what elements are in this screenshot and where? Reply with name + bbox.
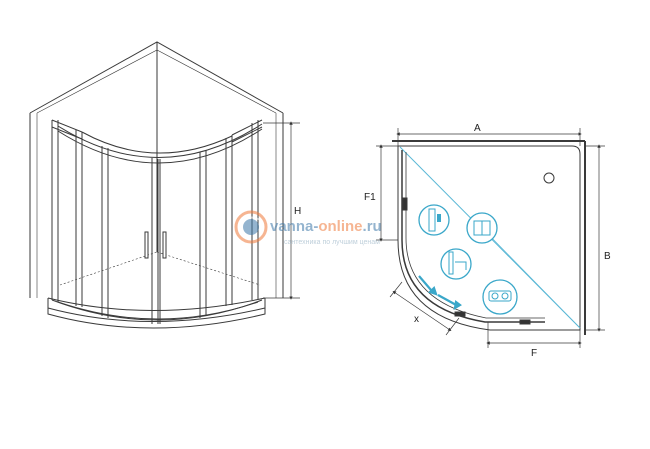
height-dimension	[263, 121, 300, 300]
svg-text:vanna-online.ru: vanna-online.ru	[270, 218, 382, 235]
enclosure-plan-view	[376, 128, 605, 348]
door-motion-arrows	[418, 275, 462, 311]
front-dimension	[486, 322, 582, 348]
room-walls	[29, 41, 284, 298]
tray-outline	[397, 145, 581, 331]
watermark-part1: vanna-	[270, 218, 318, 235]
left-fixed-panel	[51, 119, 83, 307]
bottom-rail	[51, 299, 263, 321]
right-sliding-door	[159, 150, 207, 324]
side-label: F1	[364, 192, 376, 203]
width-dimension	[396, 128, 582, 146]
door-dimension	[389, 281, 460, 336]
door-label: x	[414, 314, 419, 325]
front-label: F	[531, 348, 537, 359]
top-rail	[57, 123, 263, 164]
door-handles	[144, 231, 167, 259]
wall-profile-icon	[440, 248, 472, 280]
depth-dimension	[585, 144, 605, 332]
roller-icon	[482, 279, 518, 315]
drain-icon	[543, 172, 555, 184]
door-frame-icon	[466, 212, 498, 244]
watermark: vanna-online.ru сантехника по лучшим цен…	[234, 210, 382, 246]
width-label: A	[474, 123, 481, 134]
watermark-part2: online	[318, 218, 362, 235]
watermark-part3: .ru	[363, 218, 382, 235]
enclosure-3d-view	[29, 41, 300, 329]
left-sliding-door	[101, 146, 159, 324]
hinge-icon	[418, 204, 450, 236]
shower-tray	[47, 297, 266, 329]
height-label: H	[294, 206, 301, 217]
side-dimension	[376, 144, 398, 242]
watermark-tagline: сантехника по лучшим ценам	[284, 239, 380, 246]
depth-label: B	[604, 251, 611, 262]
watermark-logo-icon	[234, 210, 268, 244]
